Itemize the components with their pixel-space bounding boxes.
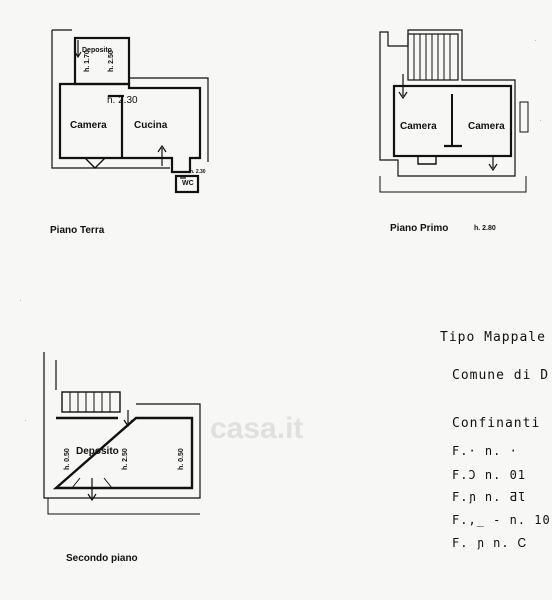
watermark: casa.it <box>210 412 304 445</box>
ground-wc-room <box>174 174 200 194</box>
legend-confinanti: Confinanti <box>452 416 541 431</box>
ground-height-230: h. 2.30 <box>107 95 138 106</box>
ground-wc-label: WC <box>182 180 194 187</box>
first-floor-stairs <box>407 33 459 81</box>
first-floor-title: Piano Primo <box>390 223 449 234</box>
legend-row-3: F.ɲ n. ƋƖ <box>452 490 527 504</box>
legend-row-5: F. ɲ n. Ꮯ <box>452 536 528 550</box>
second-height-center: h. 2.50 <box>122 448 129 470</box>
ground-floor-outline <box>58 82 202 174</box>
second-floor-stairs <box>61 391 121 413</box>
legend-row-2: F.Ɔ n. 01 <box>452 468 527 482</box>
first-floor-height: h. 2.80 <box>474 225 496 232</box>
second-height-right: h. 0.50 <box>178 448 185 470</box>
ground-floor-title: Piano Terra <box>50 225 105 236</box>
second-height-left: h. 0.50 <box>64 448 71 470</box>
second-floor-title: Secondo piano <box>66 553 138 564</box>
legend-row-4: F.,_ - n. 10,, <box>452 513 552 527</box>
second-deposito-label: Deposito <box>76 446 119 457</box>
ground-deposito-label: Deposito <box>82 47 112 54</box>
second-floor-outline <box>52 416 194 490</box>
ground-wc-height: h. 2.30 <box>190 169 206 175</box>
ground-height-170: h. 1.70 <box>84 50 91 72</box>
first-floor-exit-arrow <box>488 156 498 172</box>
ground-camera-label: Camera <box>70 120 107 131</box>
legend-row-1: F.· n. · <box>452 444 518 458</box>
ground-entrance-arrow <box>157 144 167 166</box>
first-camera-right-label: Camera <box>468 121 505 132</box>
first-floor-outline <box>392 84 513 158</box>
first-floor-stair-treads <box>413 34 451 80</box>
legend-tipo-mappale: Tipo Mappale <box>440 330 546 345</box>
legend-comune: Comune di D <box>452 368 550 383</box>
second-floor-exit-arrow <box>87 478 97 502</box>
ground-cucina-label: Cucina <box>134 120 168 131</box>
ground-height-250: h. 2.50 <box>108 50 115 72</box>
first-camera-left-label: Camera <box>400 121 437 132</box>
